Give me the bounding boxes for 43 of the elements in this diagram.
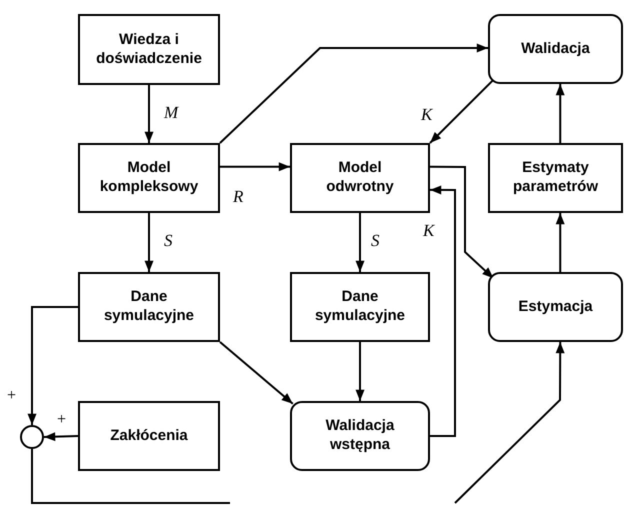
node-label: Model kompleksowy [98, 159, 200, 197]
arrow [556, 213, 565, 272]
node-label: Walidacja wstępna [324, 417, 396, 455]
node-label: Dane symulacyjne [102, 288, 196, 326]
process-box [78, 272, 220, 342]
edge-label: R [232, 188, 244, 205]
arrow [219, 44, 488, 144]
arrow [454, 342, 565, 504]
connector-line [31, 449, 230, 504]
arrow [356, 213, 364, 272]
arrow [28, 306, 78, 425]
node-label: Estymacja [518, 298, 593, 316]
node-label: Estymaty parametrów [512, 159, 600, 197]
edge-label: K [420, 106, 434, 123]
rounded-process-box [488, 272, 623, 342]
process-box [290, 272, 430, 342]
arrow [430, 166, 494, 280]
arrow [44, 432, 78, 442]
process-box [78, 14, 220, 85]
arrow [144, 85, 154, 143]
process-box [290, 143, 430, 213]
arrow [219, 341, 294, 405]
arrow [430, 186, 456, 437]
process-box [78, 143, 220, 213]
arrow [144, 213, 154, 272]
edge-label: S [370, 232, 380, 249]
process-box [488, 143, 623, 213]
node-label: Model odwrotny [325, 159, 395, 197]
edge-label: K [422, 222, 436, 239]
arrow [429, 79, 494, 144]
process-box [78, 401, 220, 471]
node-label: Wiedza i doświadczenie [95, 30, 203, 68]
arrow [356, 342, 364, 401]
edge-label: S [163, 232, 174, 249]
edge-label: M [163, 104, 180, 121]
arrow [556, 84, 565, 143]
node-label: Zakłócenia [110, 426, 188, 446]
rounded-process-box [290, 401, 430, 471]
rounded-process-box [488, 14, 623, 84]
arrow [220, 162, 290, 172]
node-label: Dane symulacyjne [314, 288, 406, 326]
summing-junction-circle [20, 425, 44, 449]
node-label: Walidacja [521, 40, 590, 58]
